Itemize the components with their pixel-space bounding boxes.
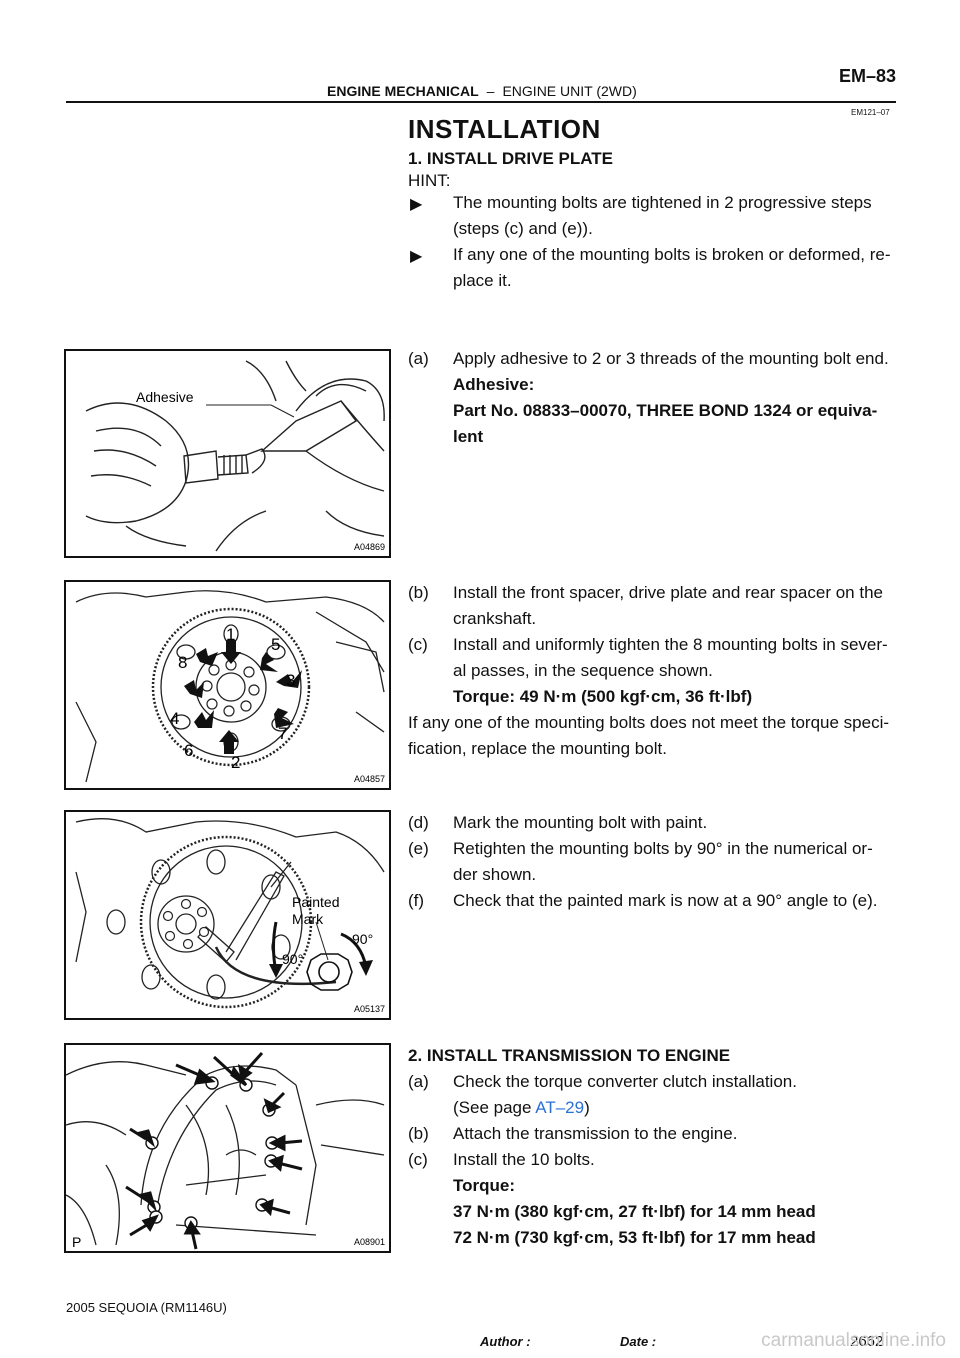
torque-note-line1: If any one of the mounting bolts does no… xyxy=(408,713,890,732)
header-section: ENGINE MECHANICAL xyxy=(327,83,479,99)
step-c-line1: Install and uniformly tighten the 8 moun… xyxy=(453,635,888,654)
angle-label-left: 90° xyxy=(282,951,303,967)
bolt-number-7: 7 xyxy=(278,724,287,743)
watermark: carmanualsonline.info xyxy=(761,1330,946,1351)
torque-label: Torque: xyxy=(453,1176,516,1195)
figure-id: A04869 xyxy=(354,542,385,552)
step2-heading: 2. INSTALL TRANSMISSION TO ENGINE xyxy=(408,1046,731,1065)
running-header: ENGINE MECHANICAL–ENGINE UNIT (2WD) xyxy=(327,83,637,99)
step-e-line2: der shown. xyxy=(453,865,537,884)
step-b-label: (b) xyxy=(408,583,429,602)
figure-bolt-sequence: 1 2 3 4 5 6 7 8 A04857 xyxy=(64,580,391,790)
step-f-text: Check that the painted mark is now at a … xyxy=(453,891,878,910)
header-separator: – xyxy=(486,83,495,99)
step-b-line2: crankshaft. xyxy=(453,609,537,628)
author-label: Author : xyxy=(480,1334,531,1349)
hint-bullet-1-line2: (steps (c) and (e)). xyxy=(453,219,593,238)
step2-b-text: Attach the transmission to the engine. xyxy=(453,1124,738,1143)
hint-bullet-2-line1: If any one of the mounting bolts is brok… xyxy=(453,245,891,264)
header-rule xyxy=(66,101,896,103)
see-page-reference: (See page AT–29) xyxy=(453,1095,590,1121)
transmission-illustration: P A08901 xyxy=(66,1051,385,1250)
bullet-arrow-icon: ▶ xyxy=(410,248,423,265)
step-d-label: (d) xyxy=(408,813,429,832)
torque-17mm: 72 N·m (730 kgf·cm, 53 ft·lbf) for 17 mm… xyxy=(453,1228,816,1247)
page-code: EM–83 xyxy=(838,66,896,86)
doc-code: EM121–07 xyxy=(851,108,890,117)
step2-a-label: (a) xyxy=(408,1072,429,1091)
hint-bullet-1-line1: The mounting bolts are tightened in 2 pr… xyxy=(453,193,872,212)
painted-mark-illustration: Painted Mark 90° 90° A05137 xyxy=(75,818,385,1014)
footer-model: 2005 SEQUOIA (RM1146U) xyxy=(66,1300,227,1315)
step2-b-label: (b) xyxy=(408,1124,429,1143)
figure-painted-mark: Painted Mark 90° 90° A05137 xyxy=(64,810,391,1020)
part-number-line2: lent xyxy=(453,427,484,446)
part-number-line1: Part No. 08833–00070, THREE BOND 1324 or… xyxy=(453,401,878,420)
figure-adhesive: Adhesive A04869 xyxy=(64,349,391,558)
bolt-number-4: 4 xyxy=(170,709,179,728)
torque-spec-c: Torque: 49 N·m (500 kgf·cm, 36 ft·lbf) xyxy=(453,687,753,706)
bolt-number-6: 6 xyxy=(184,741,193,760)
hint-bullet-2-line2: place it. xyxy=(453,271,512,290)
section-title: INSTALLATION xyxy=(408,114,601,144)
date-label: Date : xyxy=(620,1334,657,1349)
bullet-arrow-icon: ▶ xyxy=(410,196,423,213)
figure-id: A08901 xyxy=(354,1237,385,1247)
bolt-number-5: 5 xyxy=(271,635,280,654)
mark-label: Mark xyxy=(292,911,324,927)
bolt-sequence-illustration: 1 2 3 4 5 6 7 8 A04857 xyxy=(75,590,385,784)
step2-c-label: (c) xyxy=(408,1150,428,1169)
figure-id: A04857 xyxy=(354,774,385,784)
see-page-suffix: ) xyxy=(584,1098,590,1117)
step-e-line1: Retighten the mounting bolts by 90° in t… xyxy=(453,839,873,858)
painted-label: Painted xyxy=(292,894,339,910)
step-a-text: Apply adhesive to 2 or 3 threads of the … xyxy=(453,349,889,368)
hint-label: HINT: xyxy=(408,171,451,190)
step2-c-text: Install the 10 bolts. xyxy=(453,1150,595,1169)
adhesive-illustration: Adhesive A04869 xyxy=(85,360,385,552)
angle-label-right: 90° xyxy=(352,931,373,947)
bolt-number-2: 2 xyxy=(231,753,240,772)
bolt-number-8: 8 xyxy=(178,653,187,672)
page-number: 2662 xyxy=(850,1333,884,1350)
torque-note-line2: fication, replace the mounting bolt. xyxy=(408,739,667,758)
step-a-label: (a) xyxy=(408,349,429,368)
torque-14mm: 37 N·m (380 kgf·cm, 27 ft·lbf) for 14 mm… xyxy=(453,1202,816,1221)
step-b-line1: Install the front spacer, drive plate an… xyxy=(453,583,883,602)
corner-mark: P xyxy=(72,1234,81,1250)
bolt-number-1: 1 xyxy=(226,625,235,644)
step-f-label: (f) xyxy=(408,891,425,910)
step2-a-text: Check the torque converter clutch instal… xyxy=(453,1072,797,1091)
step-c-line2: al passes, in the sequence shown. xyxy=(453,661,713,680)
step-d-text: Mark the mounting bolt with paint. xyxy=(453,813,708,832)
figure-transmission-bolts: P A08901 xyxy=(64,1043,391,1253)
step-c-label: (c) xyxy=(408,635,428,654)
see-page-link[interactable]: AT–29 xyxy=(535,1098,585,1117)
adhesive-label: Adhesive: xyxy=(453,375,535,394)
bolt-number-3: 3 xyxy=(286,671,295,690)
step-e-label: (e) xyxy=(408,839,429,858)
adhesive-callout: Adhesive xyxy=(136,389,194,405)
step1-heading: 1. INSTALL DRIVE PLATE xyxy=(408,149,613,168)
see-page-prefix: (See page xyxy=(453,1098,536,1117)
figure-id: A05137 xyxy=(354,1004,385,1014)
header-subsection: ENGINE UNIT (2WD) xyxy=(502,83,637,99)
